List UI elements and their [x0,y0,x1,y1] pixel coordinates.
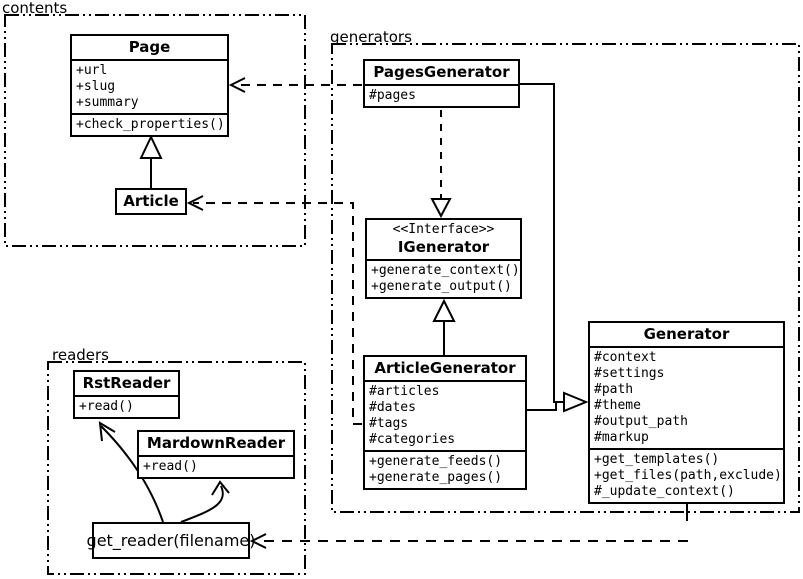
method-row: +generate_pages() [369,470,503,485]
getreader-markdownreader-arrow-curve [180,485,224,523]
attribute-row: #output_path [594,414,688,429]
attribute-row: #dates [369,400,416,415]
interface-stereotype: <<Interface>> [392,222,495,237]
articlegenerator-igenerator-inheritance-triangle [432,298,456,322]
class-page-attributes: +url +slug +summary [72,59,227,113]
articlegenerator-generator-inheritance-line [527,402,557,411]
class-rstreader-title: RstReader [82,374,171,392]
attribute-row: +slug [76,79,116,94]
class-markdownreader: MardownReader +read() [137,430,295,479]
attribute-row: #theme [594,398,641,413]
class-pagesgenerator: PagesGenerator #pages [363,59,520,108]
method-row: +read() [79,399,134,414]
attribute-row: #settings [594,366,665,381]
attribute-row: #markup [594,430,649,445]
contents-package-label: contents [2,0,68,17]
method-row: +read() [143,459,198,474]
method-row: +generate_context() [371,263,520,278]
class-generator-title: Generator [643,325,730,343]
class-generator-attributes: #context #settings #path #theme #output_… [590,346,783,448]
class-page-methods: +check_properties() [72,113,227,135]
articlegenerator-article-dependency-arrowhead [186,195,204,211]
attribute-row: +url [76,63,108,78]
pagesgenerator-page-dependency-arrowhead [228,77,246,93]
interface-igenerator-methods: +generate_context() +generate_output() [367,259,520,297]
contents-package-frame [4,14,306,247]
attribute-row: #categories [369,432,456,447]
interface-igenerator-header: <<Interface>> IGenerator [367,220,520,259]
class-markdownreader-title: MardownReader [146,434,286,452]
node-get-reader: get_reader(filename) [87,522,255,559]
attribute-row: #tags [369,416,409,431]
method-row: +check_properties() [76,117,225,132]
method-row: +generate_output() [371,279,512,294]
article-page-inheritance-triangle [139,134,163,159]
class-markdownreader-methods: +read() [139,455,293,477]
readers-package-label: readers [52,346,109,364]
class-articlegenerator-methods: +generate_feeds() +generate_pages() [365,450,525,488]
class-generator: Generator #context #settings #path #them… [588,321,785,504]
method-row: #_update_context() [594,484,735,499]
pagesgenerator-generator-inheritance-line [520,83,563,403]
getreader-markdownreader-arrowhead [211,480,230,496]
interface-igenerator: <<Interface>> IGenerator +generate_conte… [365,218,522,299]
class-articlegenerator: ArticleGenerator #articles #dates #tags … [363,355,527,490]
generators-package-label: generators [330,28,412,46]
class-article: Article [115,188,187,215]
node-get-reader-label: get_reader(filename) [86,531,256,550]
class-article-title: Article [123,192,179,210]
attribute-row: +summary [76,95,139,110]
class-pagesgenerator-title: PagesGenerator [373,63,510,81]
class-articlegenerator-attributes: #articles #dates #tags #categories [365,380,525,450]
attribute-row: #pages [369,88,416,103]
generator-getreader-dependency-arrowhead [249,533,267,549]
attribute-row: #path [594,382,634,397]
method-row: +get_files(path,exclude) [594,468,782,483]
class-page: Page +url +slug +summary +check_properti… [70,34,229,137]
attribute-row: #context [594,350,657,365]
articlegenerator-article-dependency-line [193,202,362,425]
class-articlegenerator-title: ArticleGenerator [374,359,516,377]
getreader-rstreader-arrowhead [98,421,116,442]
class-page-title: Page [128,38,171,56]
class-pagesgenerator-attributes: #pages [365,84,518,106]
class-rstreader-methods: +read() [75,395,178,417]
interface-igenerator-title: IGenerator [397,238,490,256]
method-row: +generate_feeds() [369,454,503,469]
generator-inheritance-triangle [563,391,589,413]
generators-package-frame [331,43,800,513]
class-generator-methods: +get_templates() +get_files(path,exclude… [590,448,783,502]
attribute-row: #articles [369,384,440,399]
method-row: +get_templates() [594,452,720,467]
class-rstreader: RstReader +read() [73,370,180,419]
readers-package-frame [47,361,306,575]
pagesgenerator-igenerator-realization-triangle [430,198,452,219]
